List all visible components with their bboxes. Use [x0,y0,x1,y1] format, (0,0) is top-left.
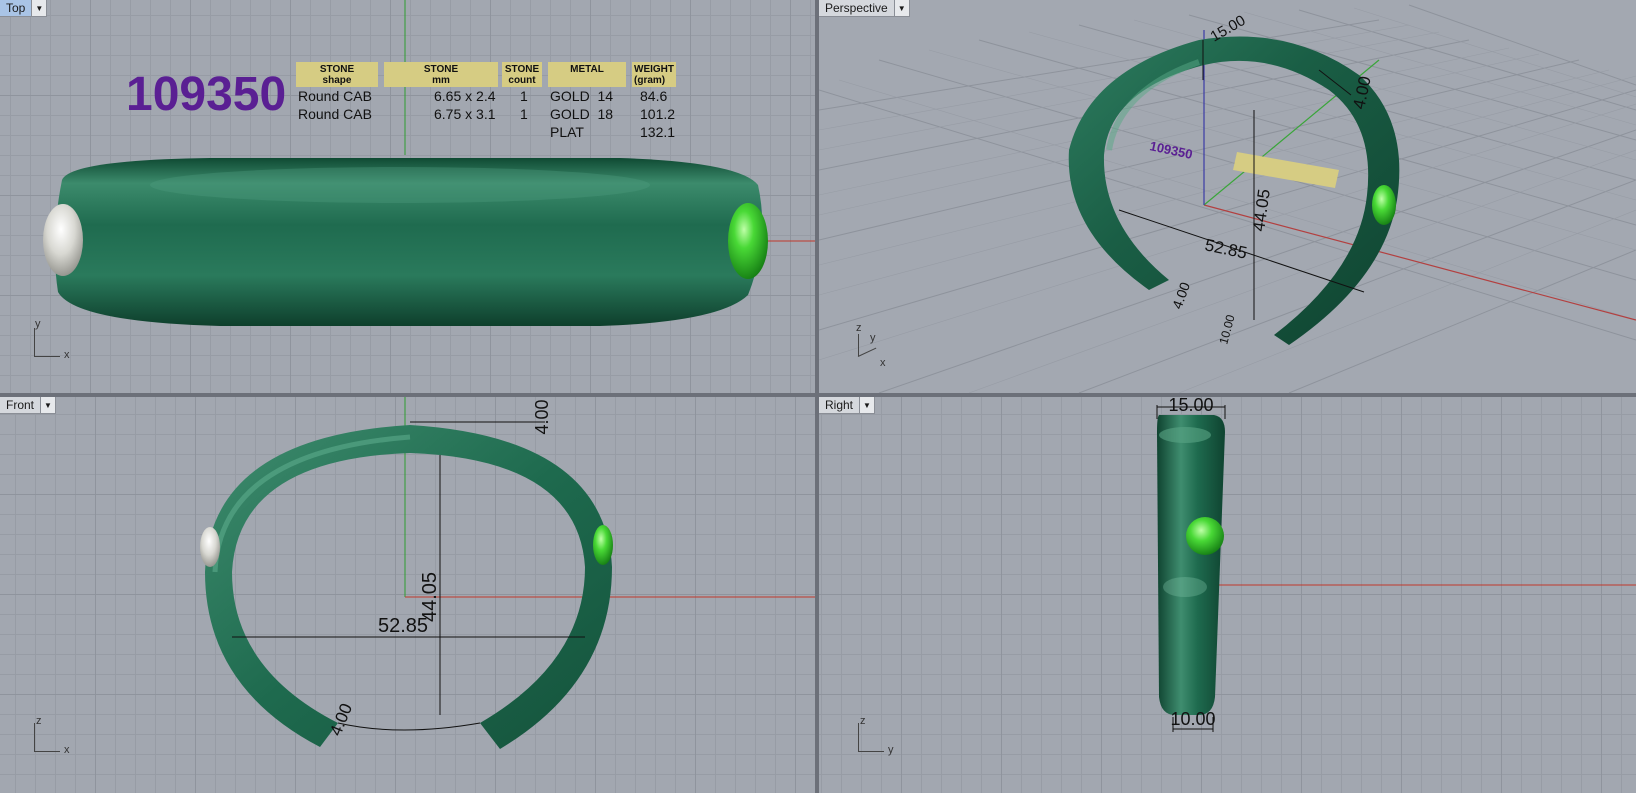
header-metal: METAL [548,62,626,87]
metal-cell: PLAT [550,124,584,140]
dim-thickness: 4.00 [1169,280,1193,311]
band-perspective [1068,36,1400,346]
dim-inner-height: 44.05 [1249,188,1274,233]
stone-shape-cell: Round CAB [298,106,372,122]
dim-width: 15.00 [1168,397,1213,415]
green-cabochon [728,203,768,279]
chevron-down-icon[interactable]: ▼ [860,397,876,414]
white-cabochon [43,204,83,276]
viewport-title[interactable]: Perspective [819,0,895,17]
viewport-tab-top[interactable]: Top ▼ [0,0,48,17]
axis-indicator: z y x [856,322,886,369]
viewport-front[interactable]: Front ▼ [0,397,815,793]
dim-thickness: 4.00 [532,399,552,434]
metal-cell: GOLD 18 [550,106,614,122]
viewport-perspective[interactable]: Perspective ▼ 109350 [819,0,1636,393]
viewport-tab-front[interactable]: Front ▼ [0,397,57,414]
green-cabochon [1372,185,1396,225]
viewport-title[interactable]: Front [0,397,42,414]
stone-count-cell: 1 [520,88,528,104]
right-view-scene: 15.00 10.00 [1156,397,1636,732]
dim-inner-width: 52.85 [1203,235,1249,262]
green-cabochon [1186,517,1224,555]
viewport-top[interactable]: Top ▼ [0,0,815,393]
viewport-right[interactable]: Right ▼ 15.00 10.0 [819,397,1636,793]
viewport-title[interactable]: Right [819,397,861,414]
axis-indicator: z x [34,715,70,756]
band-side [1157,415,1225,715]
weight-cell: 101.2 [640,106,676,122]
front-view-scene: 52.85 44.05 4.00 4.00 [200,397,815,749]
axis-indicator: y x [34,318,70,361]
dim-bottom-width: 10.00 [1216,313,1237,346]
green-cabochon [593,525,613,565]
viewport-tab-perspective[interactable]: Perspective ▼ [819,0,910,17]
header-weight: WEIGHT(gram) [632,62,676,87]
white-cabochon [200,527,220,567]
stone-mm-cell: 6.65 x 2.4 [434,88,496,104]
weight-cell: 84.6 [640,88,668,104]
dim-inner-width: 52.85 [378,615,428,637]
dim-thickness: 4.00 [326,701,356,739]
weight-cell: 132.1 [640,124,676,140]
floor-part-number: 109350 [1148,138,1194,162]
stone-mm-cell: 6.75 x 3.1 [434,106,496,122]
chevron-down-icon[interactable]: ▼ [32,0,48,17]
chevron-down-icon[interactable]: ▼ [41,397,57,414]
dim-bottom-width: 10.00 [1170,709,1215,729]
band-top [54,158,763,326]
stone-count-cell: 1 [520,106,528,122]
band-front [205,425,612,749]
viewport-title[interactable]: Top [0,0,33,17]
chevron-down-icon[interactable]: ▼ [894,0,910,17]
axis-indicator: z y [858,715,894,756]
stone-shape-cell: Round CAB [298,88,372,104]
part-number: 109350 [126,68,287,121]
metal-cell: GOLD 14 [550,88,614,104]
x-axis-line [1203,204,1636,321]
viewport-tab-right[interactable]: Right ▼ [819,397,876,414]
perspective-scene: 109350 52.85 44.05 15.00 4.00 4.00 10.00 [819,4,1636,393]
dim-inner-height: 44.05 [419,572,441,622]
top-view-scene [43,0,815,326]
